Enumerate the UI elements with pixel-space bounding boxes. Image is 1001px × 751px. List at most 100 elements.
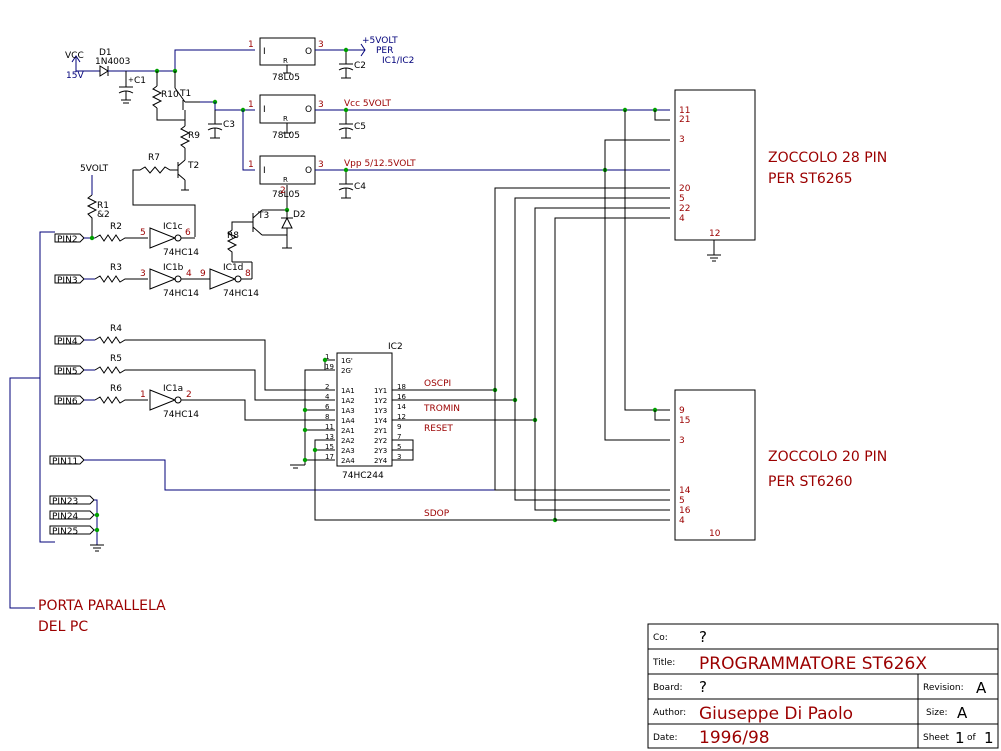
of-label: of <box>967 733 977 743</box>
gate-ic1a: IC1a 74HC14 <box>149 384 199 420</box>
date-value: 1996/98 <box>699 728 770 748</box>
ic2-pin-number: 2 <box>325 383 329 391</box>
r1-label: R1 <box>97 201 109 211</box>
ic2-pin-name: 1G' <box>341 357 353 365</box>
pin11-label: PIN11 <box>52 457 78 467</box>
s20-pin: 15 <box>679 416 690 426</box>
oscpi-label: OSCPI <box>424 379 451 389</box>
size-value: A <box>957 704 968 722</box>
ic2-pin-number: 1 <box>325 353 329 361</box>
s28-pin: 5 <box>679 194 685 204</box>
ic2-pin-name: 2A3 <box>341 447 355 455</box>
r9-label: R9 <box>188 131 200 141</box>
pin-num: 1 <box>248 40 254 50</box>
reg3-type: 78L05 <box>272 190 300 200</box>
size-label: Size: <box>926 708 948 718</box>
pin-num: 1 <box>248 160 254 170</box>
plus5-per: PER <box>376 46 393 56</box>
s28-pin: 22 <box>679 204 690 214</box>
t3-label: T3 <box>257 211 269 221</box>
socket-20: 9 15 3 14 5 16 4 10 <box>674 389 756 541</box>
r8-label: R8 <box>227 231 239 241</box>
title-label: Title: <box>652 658 675 668</box>
r10-label: R10 <box>161 90 179 100</box>
board-value: ? <box>699 678 707 696</box>
co-label: Co: <box>653 633 668 643</box>
port-label-1: PORTA PARALLELA <box>38 598 166 614</box>
author-value: Giuseppe Di Paolo <box>699 704 853 724</box>
reg1-in: I <box>263 47 266 57</box>
reg3-ref: R <box>283 176 288 184</box>
ic1c-label: IC1c <box>163 222 183 232</box>
svg-text:+: + <box>128 76 134 84</box>
s28-pin: 11 <box>679 106 690 116</box>
pin-num: 3 <box>318 100 324 110</box>
reg1-type: 78L05 <box>272 73 300 83</box>
sheet-label: Sheet <box>923 733 949 743</box>
ic2-pins: 1G'12G'191A121A241A361A482A1112A2132A315… <box>325 353 406 465</box>
ic1b-label: IC1b <box>163 263 184 273</box>
ic2-pin-number: 14 <box>397 403 406 411</box>
s28-pin: 12 <box>709 229 720 239</box>
ic2-pin-number: 8 <box>325 413 329 421</box>
s28-pin: 4 <box>679 214 685 224</box>
capacitor-c4: C4 <box>338 170 366 199</box>
ic1c-type: 74HC14 <box>163 248 199 258</box>
ic2-pin-number: 9 <box>397 423 401 431</box>
reg3-in: I <box>263 166 266 176</box>
sheet-value: 1 <box>955 729 965 747</box>
ic1d-label: IC1d <box>223 263 243 273</box>
d1-label: D1 <box>99 48 112 58</box>
pin-num: 2 <box>186 390 192 400</box>
pin-num: 3 <box>318 40 324 50</box>
socket20-subtitle: PER ST6260 <box>768 474 853 490</box>
title-block: Co: ? Title: PROGRAMMATORE ST626X Board:… <box>647 623 999 749</box>
s20-pin: 10 <box>709 529 721 539</box>
c3-label: C3 <box>223 120 235 130</box>
pin25-label: PIN25 <box>52 527 78 537</box>
reg2-type: 78L05 <box>272 131 300 141</box>
pin-num: 3 <box>318 160 324 170</box>
capacitor-c5: C5 <box>338 110 366 139</box>
r7-label: R7 <box>148 153 160 163</box>
pin-num: 9 <box>200 269 206 279</box>
s28-pin: 21 <box>679 115 690 125</box>
socket28-subtitle: PER ST6265 <box>768 171 853 187</box>
ic2-pin-number: 6 <box>325 403 330 411</box>
r3-label: R3 <box>110 263 122 273</box>
ic2-pin-name: 2Y3 <box>374 447 387 455</box>
pin-num: 1 <box>140 390 146 400</box>
socket-28: 11 21 3 20 5 22 4 12 <box>674 89 756 262</box>
pin-num: 8 <box>245 269 251 279</box>
s20-pin: 4 <box>679 516 685 526</box>
plus5-ic: IC1/IC2 <box>382 56 414 66</box>
c2-label: C2 <box>354 61 366 71</box>
pin24-label: PIN24 <box>52 512 79 522</box>
ic2-pin-name: 1Y1 <box>374 387 387 395</box>
ic1a-label: IC1a <box>163 384 183 394</box>
ic2-pin-number: 12 <box>397 413 406 421</box>
c1-label: C1 <box>134 76 146 86</box>
ic2-pin-number: 17 <box>325 453 334 461</box>
d2-label: D2 <box>293 210 306 220</box>
ic2-pin-name: 2G' <box>341 367 353 375</box>
ic2-pin-name: 1Y2 <box>374 397 387 405</box>
ic2-type: 74HC244 <box>342 471 384 481</box>
ic2-pin-name: 1Y4 <box>374 417 388 425</box>
ic2-pin-number: 5 <box>397 443 401 451</box>
title-value: PROGRAMMATORE ST626X <box>699 654 927 674</box>
reg1-out: O <box>305 47 312 57</box>
pin-num: 6 <box>185 228 191 238</box>
ic2-pin-name: 1A1 <box>341 387 355 395</box>
pin-num: 4 <box>186 269 192 279</box>
pin-num: 1 <box>248 100 254 110</box>
pin4-label: PIN4 <box>57 337 78 347</box>
vcc-voltage-label: 15V <box>66 71 84 81</box>
ic2-label: IC2 <box>388 342 403 352</box>
pin6-label: PIN6 <box>57 397 78 407</box>
socket20-title: ZOCCOLO 20 PIN <box>768 449 887 465</box>
plus5-label: +5VOLT <box>362 36 398 46</box>
reg2-out: O <box>305 105 312 115</box>
pin-num: 5 <box>140 228 146 238</box>
